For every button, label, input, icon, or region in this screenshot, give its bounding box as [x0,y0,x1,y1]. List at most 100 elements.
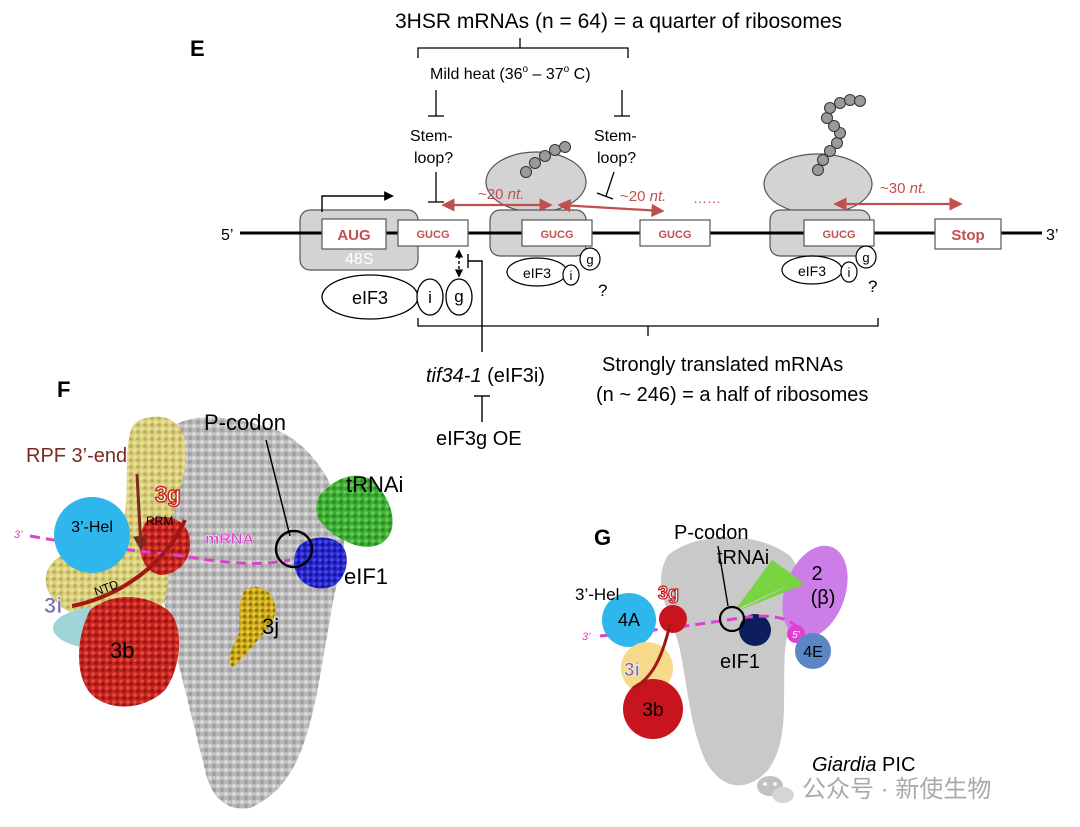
f-rrm-label: RRM [146,514,173,528]
eif3g-ellipse-2 [579,247,601,271]
eif3j-region [229,586,276,668]
rpf-label: RPF 3’-end [26,445,127,467]
f-3j-label: 3j [262,614,279,639]
g-hel-label: 3’-Hel [575,585,619,604]
label-20nt-2: ~20 nt. [620,188,666,205]
gucg-box-3 [639,219,711,247]
eif3g-oe-label: eIF3g OE [436,428,522,450]
watermark-text: 公众号 · 新使生物 [802,776,991,803]
g-3b-label: 3b [642,700,663,721]
g-pcodon-label: P-codon [674,522,749,544]
gucg-label-3: GUCG [659,229,692,241]
g-eif2-num: 2 [811,563,822,585]
gucg-label-2: GUCG [541,229,574,241]
eif3g-label-1: g [454,287,463,306]
label-20nt-1: ~20 nt. [478,186,524,203]
g-eif1-label: eIF1 [720,651,760,673]
g-3i-label: 3i [624,660,640,681]
g-mrna-3prime: 3’ [582,631,591,643]
eif3b-region [78,597,180,707]
f-3i-label: 3i [44,593,62,618]
eif1-region [294,537,347,589]
f-pcodon-label: P-codon [204,410,286,435]
ellipsis-dots: …… [693,190,721,206]
watermark: 公众号 · 新使生物 [757,776,991,803]
g-4e-label: 4E [803,644,823,661]
stem-inhibit-2-bar [596,192,614,200]
eif3g-ellipse-3 [855,245,877,269]
panel-f-label: F [57,377,70,402]
strongly-translated-line2: (n ~ 246) = a half of ribosomes [596,384,868,406]
g-pcodon-circle [718,605,746,633]
f-hel-label: 3’-Hel [71,519,113,536]
eif3i-label-3: i [848,265,851,280]
g-4a-circle [602,593,656,647]
ntd-curve [71,519,187,608]
g-trnai-triangle-base [735,580,803,612]
eif3i-ellipse-1 [416,278,444,316]
label-48s: 48S [345,251,373,268]
eif3i-ellipse-2 [562,264,580,286]
g-4e-circle [795,633,831,669]
eif3i-ellipse-3 [840,261,858,283]
g-trnai-triangle [735,560,800,610]
g-4a-label: 4A [618,610,640,630]
gucg-box-2 [521,219,593,247]
gucg-label-1: GUCG [417,229,450,241]
g-eif2-beta: (β) [811,587,836,609]
question-mark-2: ? [868,277,877,296]
g-pcodon-pointer [717,545,729,607]
aug-label: AUG [337,227,370,244]
eif3g-label-2: g [586,252,593,267]
start-arrow [321,191,394,212]
panel-e-label: E [190,36,205,61]
f-mrna-3prime: 3’ [14,529,23,541]
peptide-chain-2 [520,141,571,178]
f-3g-label: 3g [155,482,181,507]
panel-f: F 3’ mRNA 3’-Hel RPF 3’-end 3g RRM NTD [14,377,403,809]
mrna-dashed-path [29,534,291,565]
eif3-label-2: eIF3 [523,265,551,281]
eif3i-label-2: i [570,268,573,283]
tif34-label: tif34-1 (eIF3i) [426,365,545,387]
eif3-label-1: eIF3 [352,288,388,308]
g-3g-curve [632,623,672,690]
top-bracket [417,47,629,58]
stop-box [934,218,1002,250]
f-pcodon-pointer [265,439,291,537]
three-prime-label: 3’ [1046,227,1058,244]
gucg-box-1 [397,219,469,247]
stop-label: Stop [951,227,984,244]
g-eif2-ellipse [782,545,848,639]
g-giardia-label: Giardia PIC [812,754,915,776]
panel-g: G 2 (β) 3’ 5’ 4E 4A 3’-Hel 3b 3g [575,522,915,786]
tif34-inhibit-line [468,260,483,352]
peptide-chain-3 [812,94,866,176]
stem-loop-1-line1: Stem- [410,128,453,145]
f-mrna-label: mRNA [205,531,254,548]
header-3hsr: 3HSR mRNAs (n = 64) = a quarter of ribos… [395,10,842,33]
bottom-bracket [417,318,879,327]
f-3b-label: 3b [110,638,134,663]
stem-loop-1-line2: loop? [414,150,453,167]
eif3g-label-3: g [862,250,869,265]
label-30nt: ~30 nt. [880,180,926,197]
eif3-label-3: eIF3 [798,263,826,279]
g-trnai-label: tRNAi [717,547,769,569]
panel-g-label: G [594,525,611,550]
f-eif1-label: eIF1 [344,564,388,589]
f-pcodon-circle [274,529,314,569]
five-prime-label: 5’ [221,227,233,244]
f-hel-circle [54,497,130,573]
stem-loop-2-line2: loop? [597,150,636,167]
g-3b-circle [623,679,683,739]
panel-e: E 3HSR mRNAs (n = 64) = a quarter of rib… [190,10,1058,450]
eif3g-ellipse-1 [445,278,473,316]
trnai-region [316,475,393,547]
g-5prime-label: 5’ [792,630,801,641]
gucg-label-4: GUCG [823,229,856,241]
gucg-box-4 [803,219,875,247]
stem-loop-2-line1: Stem- [594,128,637,145]
aug-box [321,218,387,250]
